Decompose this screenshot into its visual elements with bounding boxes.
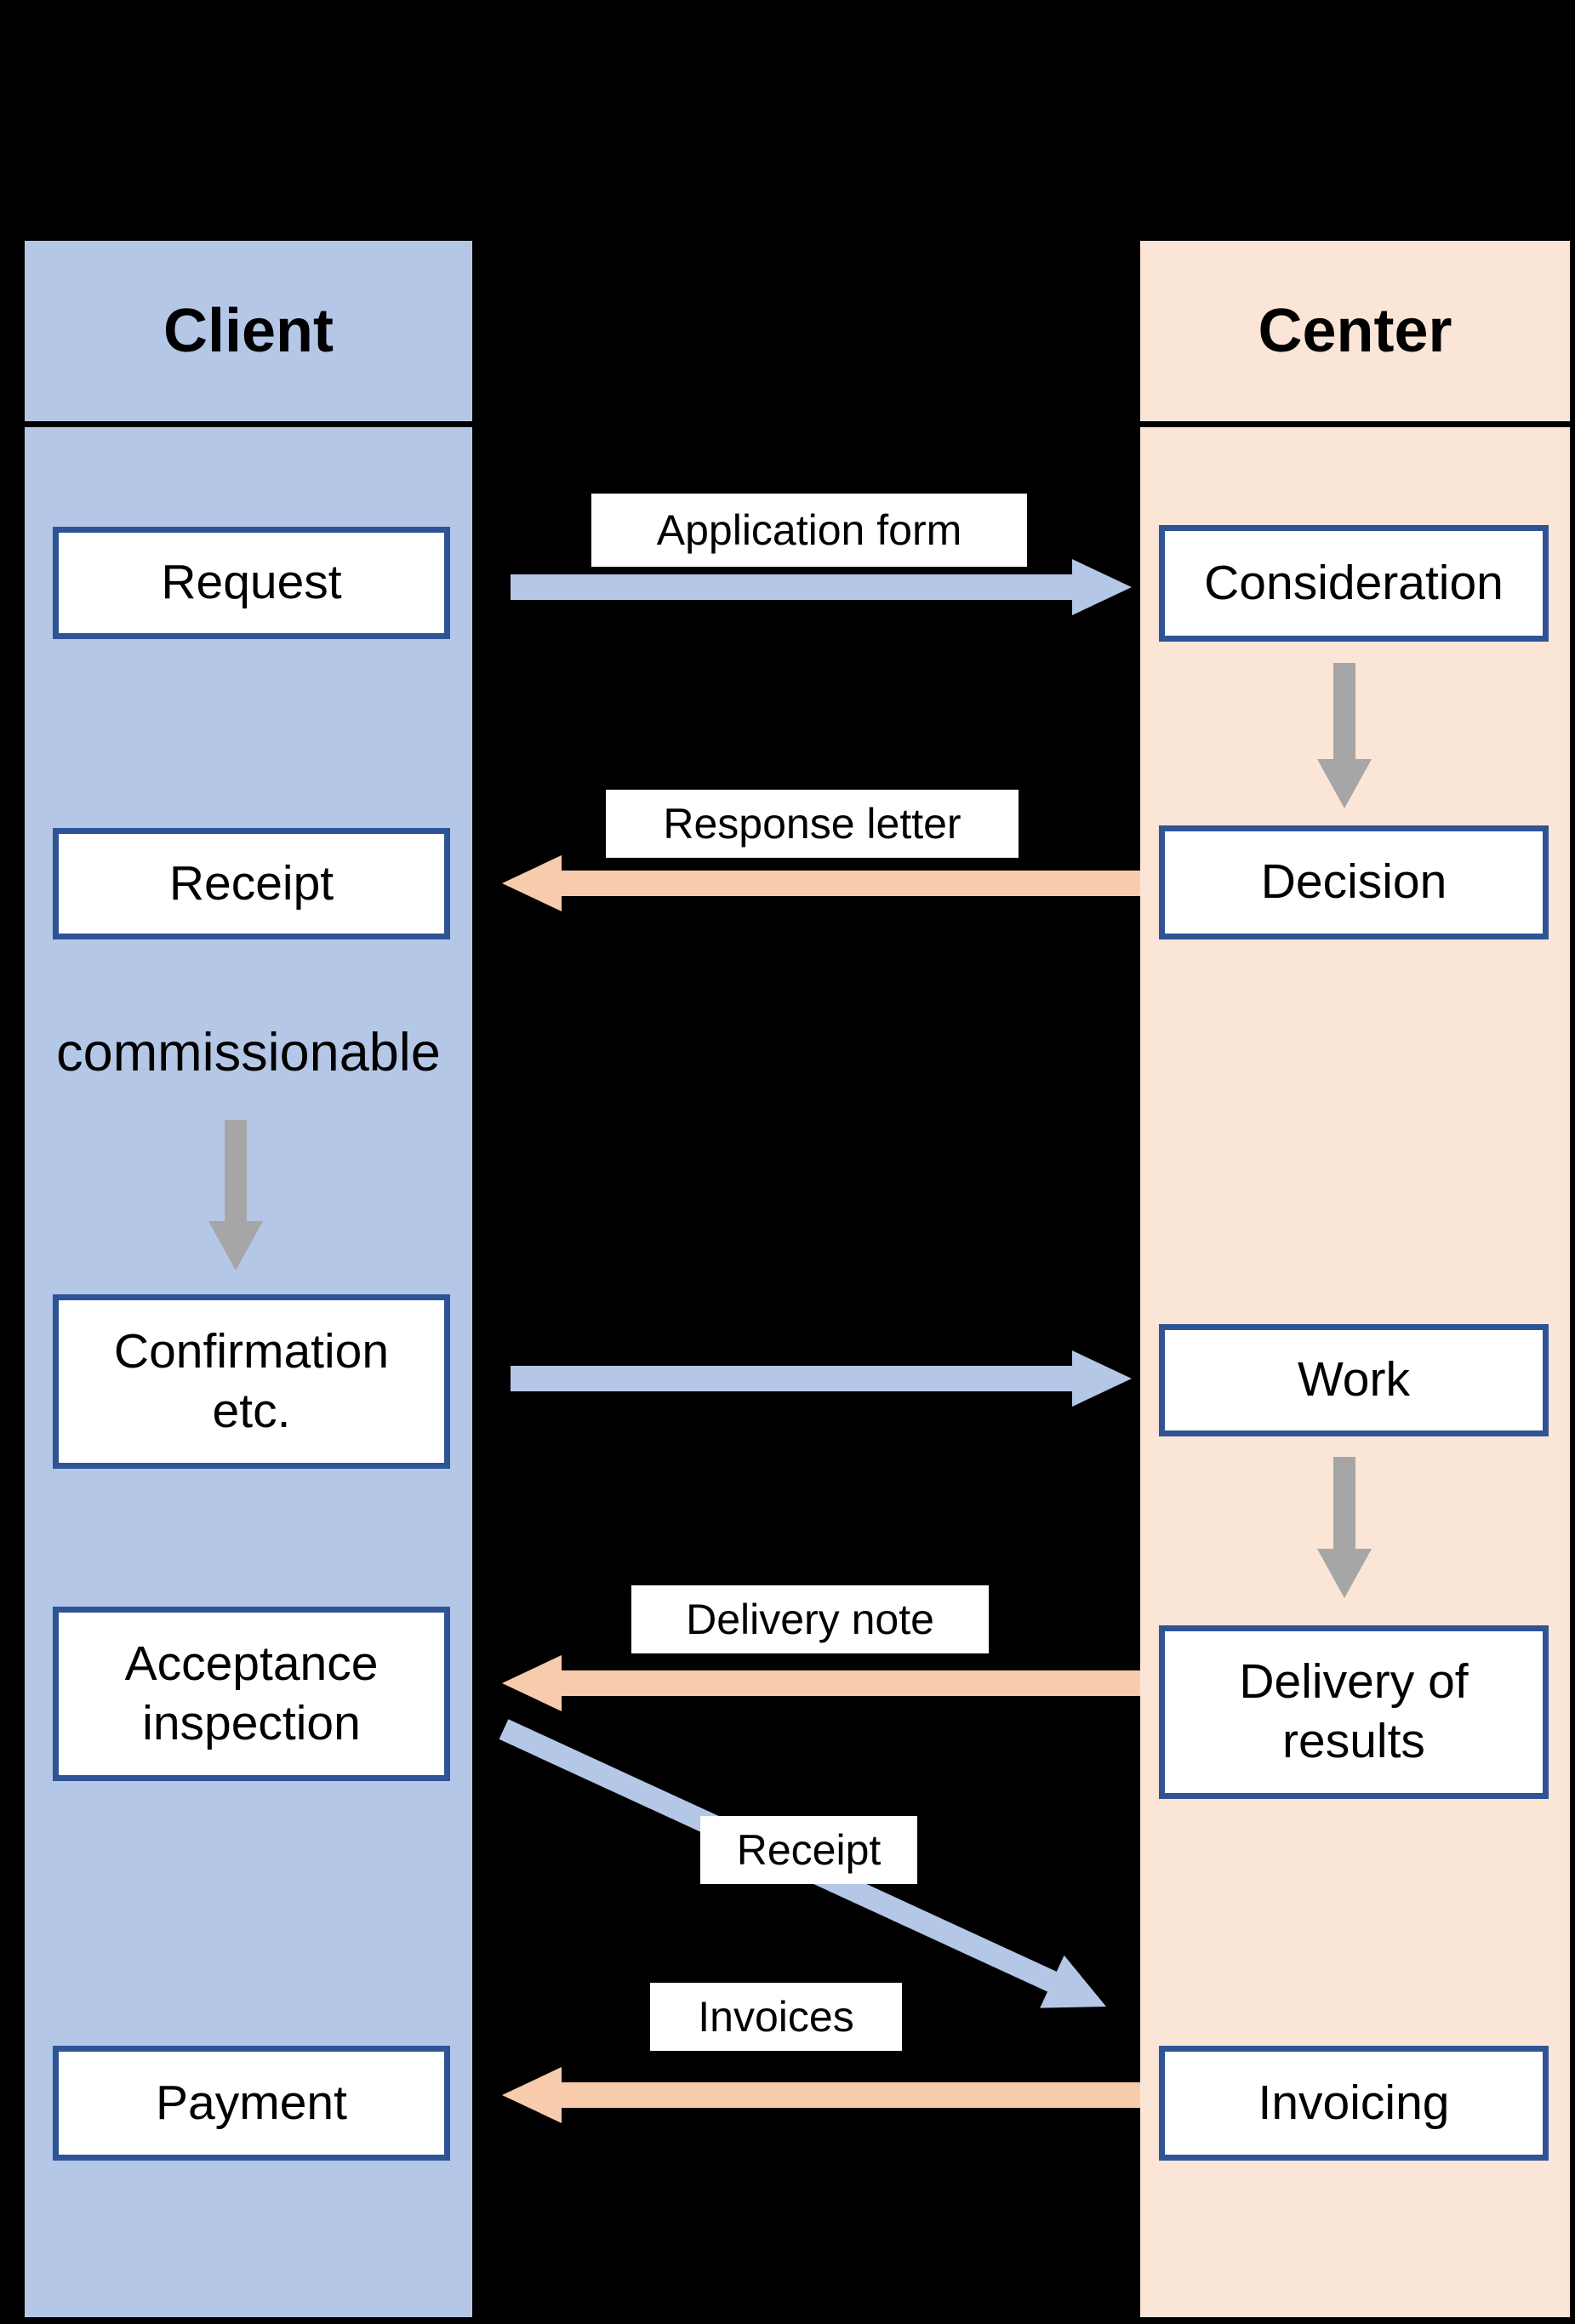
delivery-note-label: Delivery note bbox=[631, 1585, 989, 1653]
step-box-acceptance-inspection: Acceptance inspection bbox=[53, 1607, 450, 1781]
step-box-work: Work bbox=[1159, 1324, 1549, 1436]
delivery-note-arrow bbox=[502, 1655, 1140, 1711]
consideration-to-decision-arrow bbox=[1317, 663, 1372, 808]
confirmation-to-work-arrow bbox=[511, 1350, 1132, 1407]
step-box-delivery-of-results: Delivery of results bbox=[1159, 1625, 1549, 1799]
step-box-request: Request bbox=[53, 527, 450, 639]
commissionable-to-confirmation-arrow bbox=[208, 1120, 263, 1270]
commissionable-label: commissionable bbox=[56, 1023, 441, 1082]
application-form-label: Application form bbox=[591, 494, 1027, 567]
step-box-consideration: Consideration bbox=[1159, 525, 1549, 642]
step-box-decision: Decision bbox=[1159, 825, 1549, 939]
receipt-label: Receipt bbox=[700, 1816, 917, 1884]
invoices-label: Invoices bbox=[650, 1983, 902, 2051]
invoices-arrow bbox=[502, 2067, 1140, 2123]
step-box-receipt: Receipt bbox=[53, 828, 450, 939]
response-letter-arrow bbox=[502, 855, 1140, 911]
client-column-header: Client bbox=[25, 241, 472, 427]
application-form-arrow bbox=[511, 559, 1132, 615]
step-box-payment: Payment bbox=[53, 2046, 450, 2161]
work-to-delivery-arrow bbox=[1317, 1457, 1372, 1598]
center-column-header: Center bbox=[1140, 241, 1570, 427]
step-box-invoicing: Invoicing bbox=[1159, 2046, 1549, 2161]
step-box-confirmation-etc: Confirmation etc. bbox=[53, 1294, 450, 1469]
response-letter-label: Response letter bbox=[606, 790, 1019, 858]
